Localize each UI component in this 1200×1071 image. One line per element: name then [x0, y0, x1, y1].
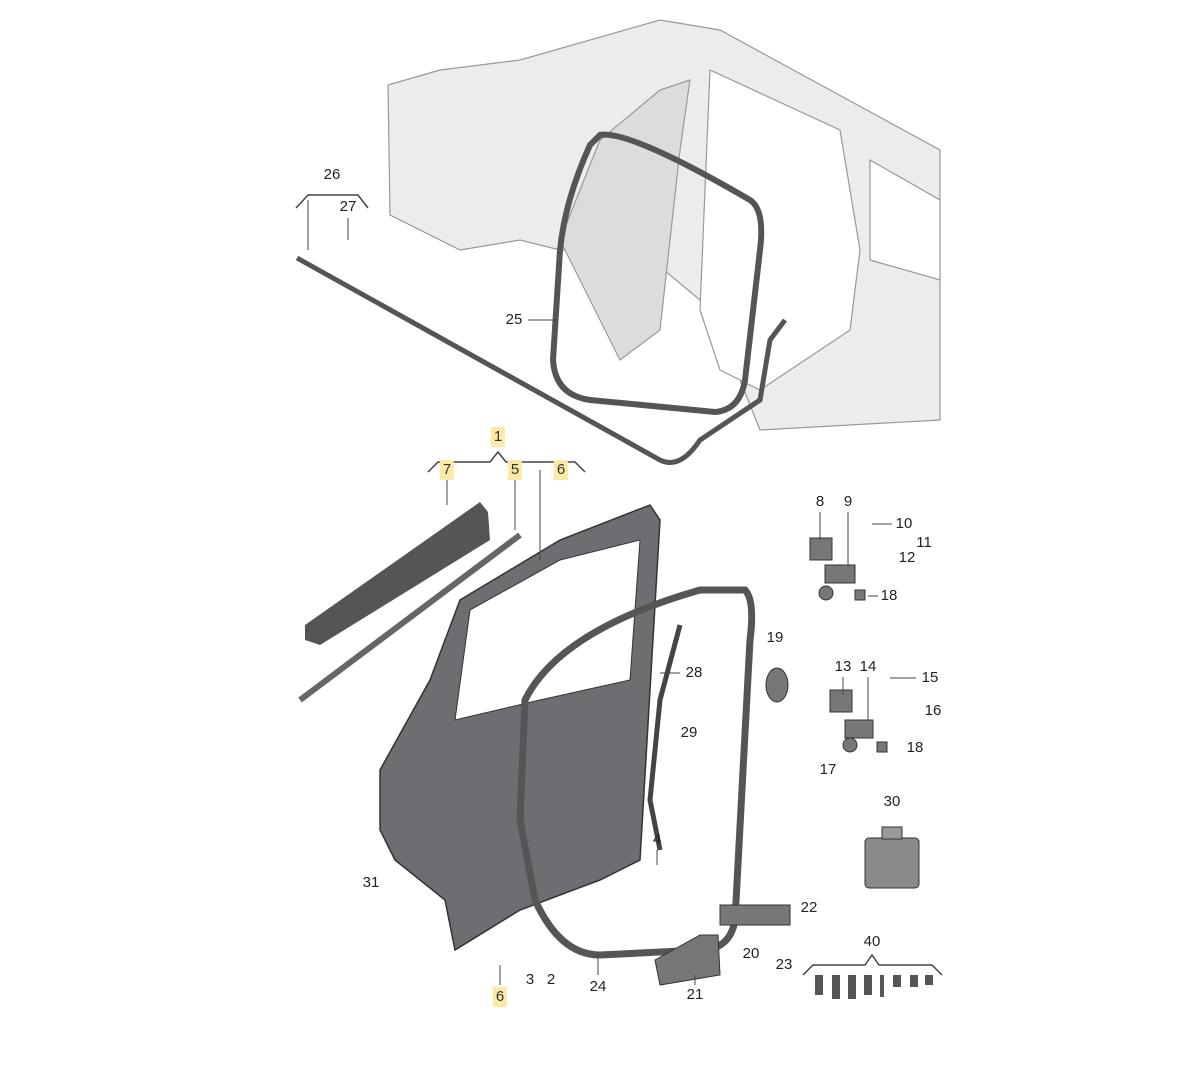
callout-10: 10: [895, 515, 913, 532]
callout-5[interactable]: 5: [507, 460, 523, 480]
callout-40: 40: [863, 933, 881, 950]
callout-31: 31: [362, 874, 380, 891]
callout-25: 25: [505, 311, 523, 328]
door-seal-24: [516, 586, 756, 959]
callout-9: 9: [843, 493, 853, 510]
callout-29: 29: [680, 724, 698, 741]
callout-7[interactable]: 7: [439, 460, 455, 480]
callout-18: 18: [880, 587, 898, 604]
callout-6-lower[interactable]: 6: [492, 987, 508, 1007]
callout-17: 17: [819, 761, 837, 778]
callout-28: 28: [685, 664, 703, 681]
callout-22: 22: [800, 899, 818, 916]
group-brackets: [295, 194, 943, 976]
body-side-panel: [387, 19, 941, 431]
callout-12: 12: [898, 549, 916, 566]
callout-23: 23: [775, 956, 793, 973]
callout-2: 2: [546, 971, 556, 988]
callout-4: 4: [652, 831, 662, 848]
door-seal-body-25: [549, 131, 765, 416]
callout-15: 15: [921, 669, 939, 686]
callout-14: 14: [859, 658, 877, 675]
callout-27: 27: [339, 198, 357, 215]
sill-strip-26: [295, 255, 787, 465]
callout-16: 16: [924, 702, 942, 719]
callout-1[interactable]: 1: [490, 427, 506, 447]
callout-30: 30: [883, 793, 901, 810]
trim-strip-5: [298, 532, 522, 703]
callout-24: 24: [589, 978, 607, 995]
callout-6[interactable]: 6: [553, 460, 569, 480]
strip-28: [647, 624, 683, 851]
bottle-30: [864, 837, 920, 889]
callout-11: 11: [916, 534, 932, 551]
callout-8: 8: [815, 493, 825, 510]
callout-13: 13: [834, 658, 852, 675]
callout-26: 26: [323, 166, 341, 183]
callout-20: 20: [742, 945, 760, 962]
callout-18-lower: 18: [906, 739, 924, 756]
callout-3: 3: [525, 971, 535, 988]
hinge-parts: [654, 537, 888, 986]
trim-panel-7: [305, 502, 490, 645]
callout-21: 21: [686, 986, 704, 1003]
callout-19: 19: [766, 629, 784, 646]
screw-set-40: [815, 975, 933, 999]
leader-lines: [307, 200, 916, 985]
